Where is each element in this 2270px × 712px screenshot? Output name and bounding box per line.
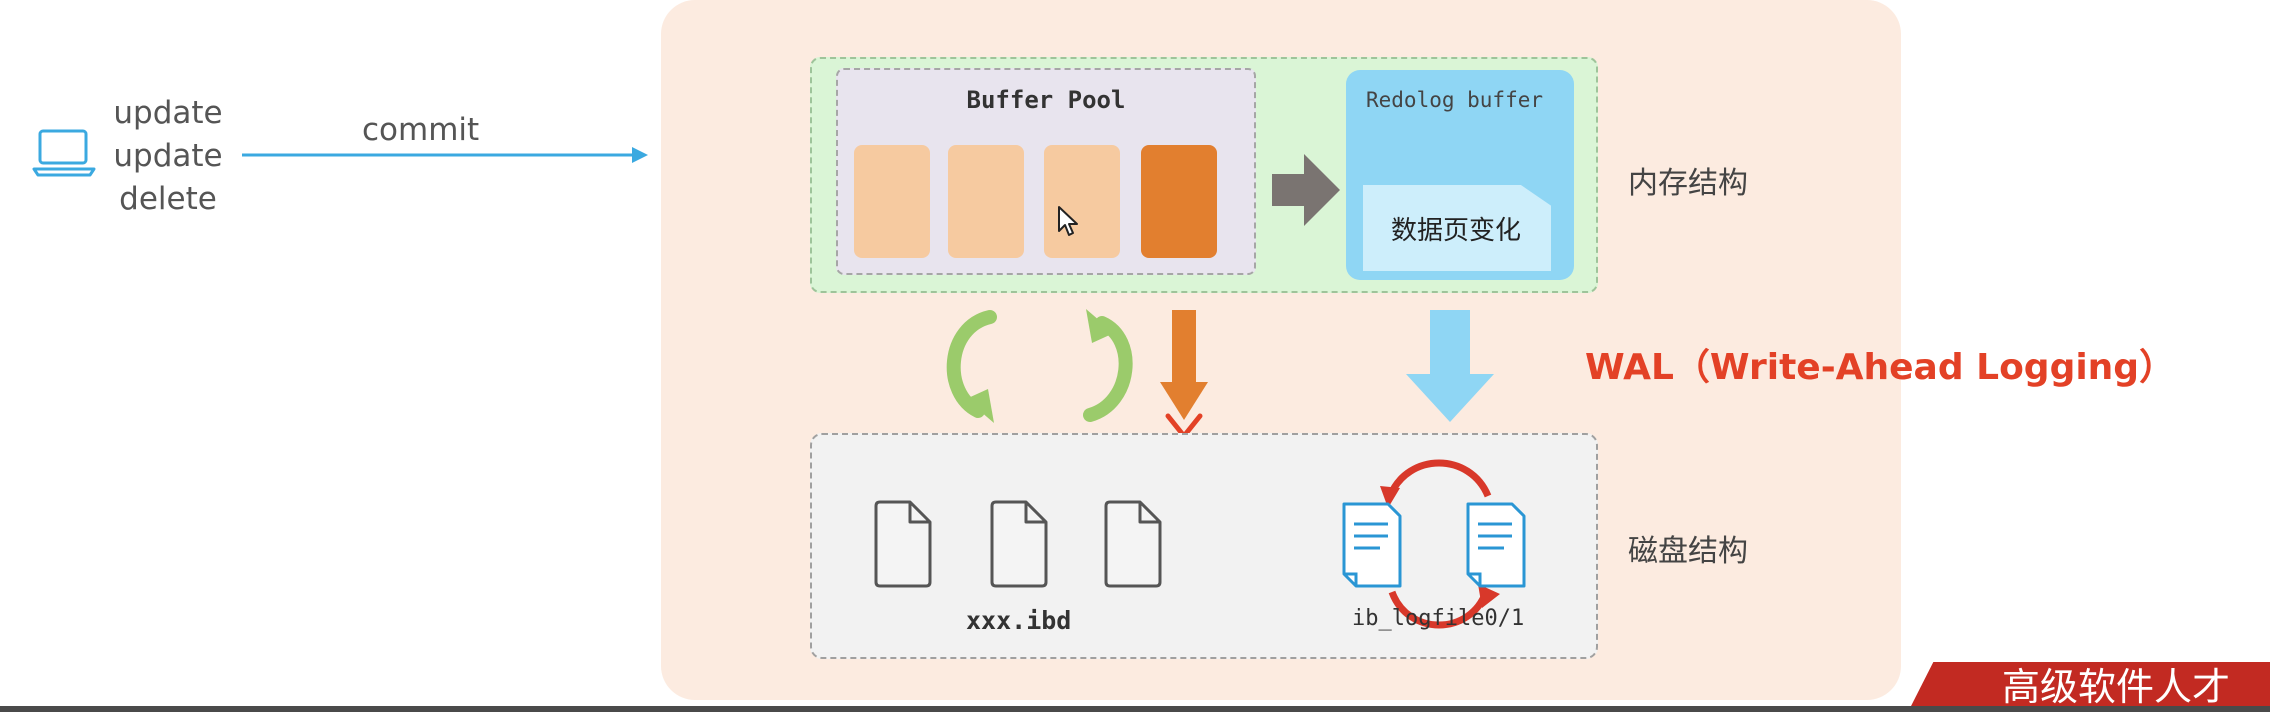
page-change-label: 数据页变化 — [1390, 216, 1521, 246]
banner-ribbon — [1908, 662, 2270, 712]
laptop-icon — [32, 129, 96, 177]
redolog-flush-arrow — [1406, 310, 1494, 422]
green-cycle-left-arrow — [946, 310, 997, 423]
data-file-icon — [990, 500, 1048, 588]
operation-update-2: update — [113, 138, 223, 174]
commit-arrow — [242, 147, 648, 163]
copy-to-redolog-arrow — [1272, 154, 1340, 226]
log-files-label: ib_logfile0/1 — [1352, 606, 1525, 631]
data-file-icon — [874, 500, 932, 588]
buffer-page-clean — [854, 145, 930, 258]
operation-update-1: update — [113, 95, 223, 131]
data-files-label: xxx.ibd — [966, 606, 1072, 635]
page-change-card — [1363, 185, 1551, 271]
wal-label: WAL（Write-Ahead Logging） — [1585, 347, 2176, 388]
memory-structure-label: 内存结构 — [1628, 166, 1748, 201]
buffer-page-clean — [1044, 145, 1120, 258]
log-files-group — [1342, 459, 1526, 629]
buffer-page-clean — [948, 145, 1024, 258]
operations-list: update update delete — [112, 92, 224, 221]
operation-delete: delete — [119, 181, 217, 217]
buffer-page-dirty — [1141, 145, 1217, 258]
data-file-icon — [1104, 500, 1162, 588]
mouse-cursor-icon — [1058, 206, 1078, 236]
commit-label: commit — [362, 112, 480, 148]
bottom-divider — [0, 706, 2270, 712]
redolog-buffer-title: Redolog buffer — [1366, 88, 1544, 112]
buffer-pool-title: Buffer Pool — [966, 86, 1126, 114]
disk-structure-label: 磁盘结构 — [1628, 534, 1748, 569]
banner-text: 高级软件人才 — [2002, 665, 2231, 709]
green-cycle-right-arrow — [1083, 309, 1133, 422]
direct-flush-arrow — [1160, 310, 1208, 420]
